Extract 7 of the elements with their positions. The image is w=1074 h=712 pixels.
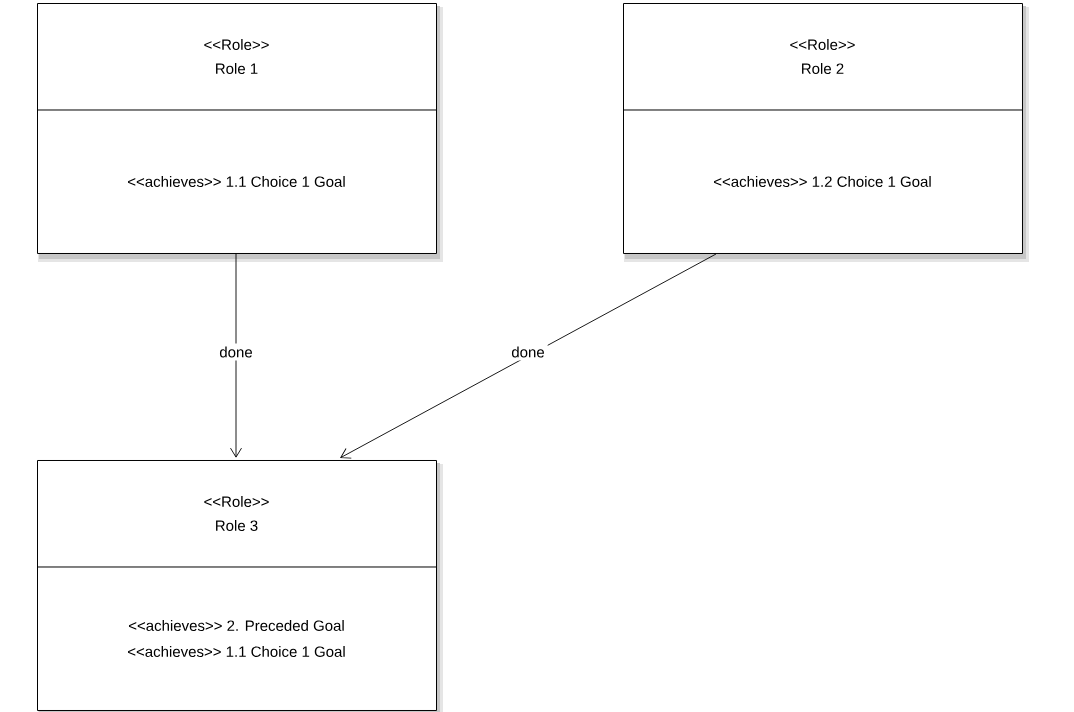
- role-box: <<Role>> Role 1 <<achieves>> 1.1 Choice 1 Goal: [36, 3, 443, 262]
- arrow: [230, 253, 242, 458]
- arrow: [340, 253, 717, 459]
- role-box: <<Role>> Role 2 <<achieves>> 1.2 Choice 1 Goal: [622, 3, 1029, 262]
- edge-label: done: [508, 343, 548, 361]
- edge-label: done: [216, 343, 256, 361]
- role-box: <<Role>> Role 3 <<achieves>> 2. Preceded Goal <<achieves>> 1.1 Choice 1 Goal: [36, 460, 443, 712]
